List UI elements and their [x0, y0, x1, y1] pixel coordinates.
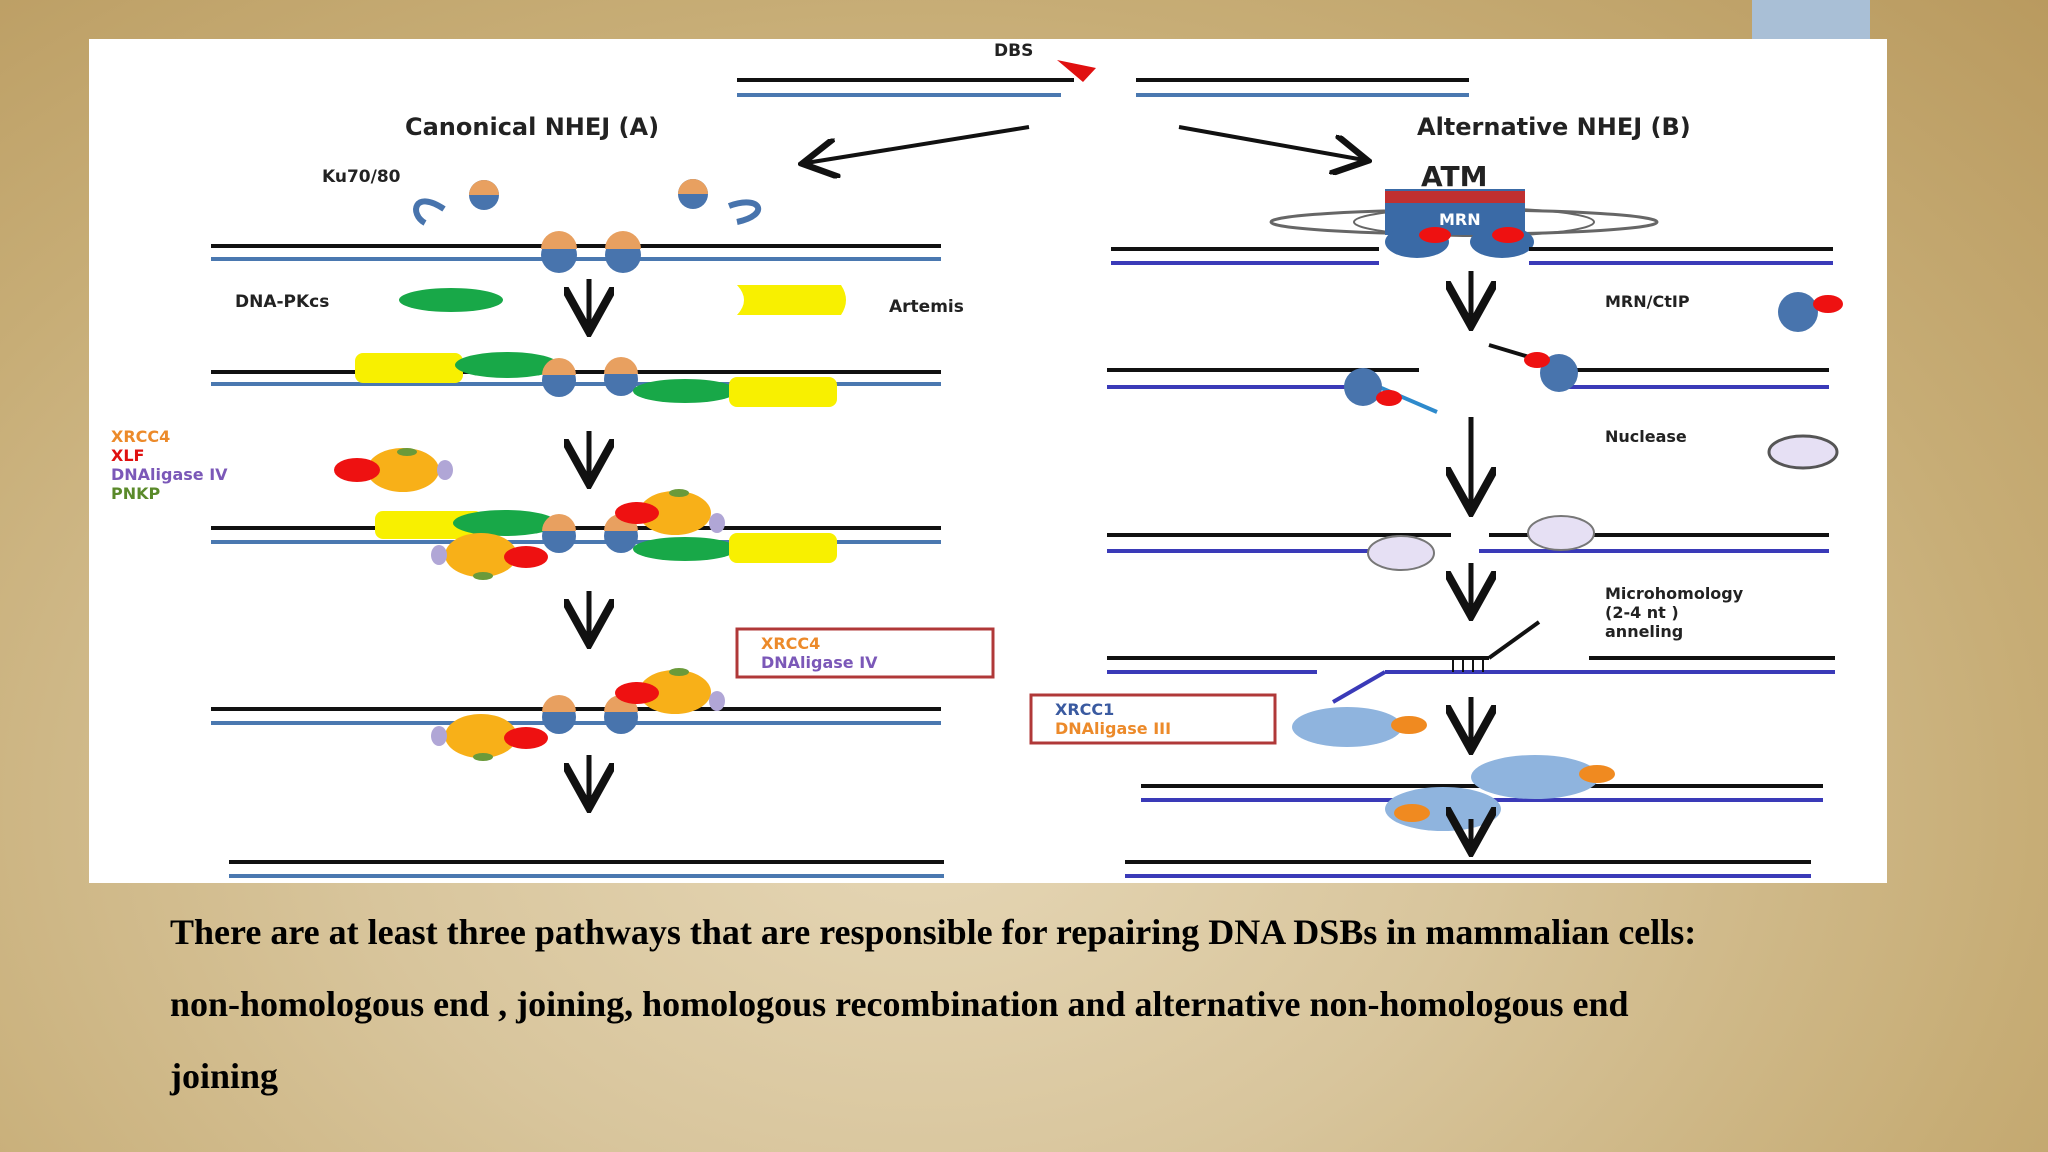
- xrcc1-ligase-iii-legend-shape: [1292, 707, 1427, 747]
- box2-xrcc1-label: XRCC1: [1055, 700, 1114, 719]
- atm-label: ATM: [1421, 160, 1487, 193]
- box1-dna-ligase-iv-label: DNAligase IV: [761, 653, 878, 672]
- mrn-complex: MRN: [1269, 189, 1659, 258]
- dna-pkcs-label: DNA-PKcs: [235, 292, 329, 312]
- xlf-label: XLF: [111, 446, 144, 465]
- pkcs-artemis-row2: [355, 352, 837, 407]
- nuclease-label: Nuclease: [1605, 427, 1687, 446]
- rotate-arrow-icon: [727, 199, 762, 225]
- alternative-pathway: ATM MRN MRN/CtIP: [1029, 160, 1843, 878]
- caption: There are at least three pathways that a…: [170, 896, 1890, 1112]
- artemis-legend-shape: [737, 285, 846, 315]
- xrcc4-ligase-iv-box: [735, 627, 995, 679]
- ku-free-right: [678, 179, 762, 225]
- microhomology-nt-label: (2-4 nt ): [1605, 603, 1679, 622]
- caption-line-3: joining: [170, 1056, 279, 1096]
- microhomology-label: Microhomology: [1605, 584, 1744, 603]
- ku70-80-label: Ku70/80: [322, 167, 401, 187]
- xrcc4-label: XRCC4: [111, 427, 170, 446]
- nhej-pathways-diagram: DBS Canonical NHEJ (A) Alternative NHEJ …: [111, 41, 1843, 878]
- mrn-ctip-bound: [1344, 352, 1578, 406]
- dsb-label: DBS: [994, 41, 1033, 61]
- nuclease-legend-shape: [1767, 434, 1839, 470]
- nuclease-bound: [1527, 515, 1595, 551]
- canonical-pathway: Ku70/80 DNA-PKcs Artemis: [111, 167, 995, 878]
- arrow-to-alternative: [1178, 125, 1364, 160]
- nuclease-bound: [1367, 535, 1435, 571]
- annealing-label: anneling: [1605, 622, 1683, 641]
- diagram-panel: DBS Canonical NHEJ (A) Alternative NHEJ …: [89, 39, 1887, 883]
- alternative-nhej-title: Alternative NHEJ (B): [1417, 113, 1691, 141]
- caption-line-1: There are at least three pathways that a…: [170, 912, 1697, 952]
- full-complex-row3: [375, 489, 837, 580]
- pnkp-label: PNKP: [111, 484, 161, 503]
- xrcc1-bound: [1385, 755, 1615, 831]
- mrn-ctip-legend-shape: [1778, 292, 1843, 332]
- microhomology-annealing: [1107, 620, 1835, 704]
- corner-accent-tab: [1752, 0, 1870, 40]
- box1-xrcc4-label: XRCC4: [761, 634, 820, 653]
- ligase-complex-legend: [334, 448, 453, 492]
- ku-bound-row1: [541, 231, 641, 273]
- mrn-label: MRN: [1439, 210, 1481, 229]
- xrcc1-ligase-iii-box: [1029, 693, 1277, 745]
- rotate-arrow-icon: [413, 198, 446, 226]
- dsb-marker-icon: [1057, 60, 1096, 82]
- canonical-nhej-title: Canonical NHEJ (A): [405, 113, 659, 141]
- dsb-top: DBS: [737, 41, 1469, 97]
- ku-free-left: [413, 180, 499, 226]
- arrow-to-canonical: [806, 125, 1030, 163]
- dna-ligase-iv-label: DNAligase IV: [111, 465, 228, 484]
- mrn-ctip-label: MRN/CtIP: [1605, 292, 1690, 311]
- box2-dna-ligase-iii-label: DNAligase III: [1055, 719, 1171, 738]
- caption-line-2: non-homologous end , joining, homologous…: [170, 984, 1629, 1024]
- dna-pkcs-legend-shape: [399, 288, 503, 312]
- ligation-row4: [431, 668, 725, 761]
- artemis-label: Artemis: [889, 297, 964, 317]
